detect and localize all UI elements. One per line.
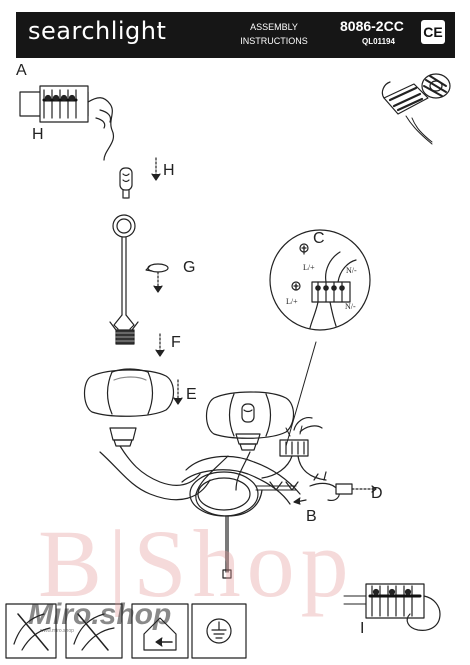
neutral-label-top: N/- [346, 266, 357, 275]
brand-logo: searchlight [28, 17, 167, 45]
terminal-tape-illustration [381, 73, 451, 145]
step-label-f: F [171, 334, 181, 351]
document-title: ASSEMBLY INSTRUCTIONS [231, 20, 317, 48]
g9-bulb-illustration [119, 157, 161, 199]
step-label-b: B [306, 508, 317, 525]
glass-shade-left [83, 368, 183, 417]
step-label-e: E [186, 386, 197, 403]
document-code: QL01194 [362, 37, 395, 46]
model-number: 8086-2CC [340, 18, 404, 34]
step-label-i: I [360, 620, 365, 637]
terminal-block-illustration-i [343, 583, 441, 631]
header-bar: searchlight ASSEMBLY INSTRUCTIONS 8086-2… [16, 12, 455, 58]
step-label-a: A [16, 62, 27, 79]
neutral-label-bottom: N/- [345, 302, 356, 311]
step-label-h-left: H [32, 126, 44, 143]
title-line-2: INSTRUCTIONS [240, 36, 308, 46]
hook-tool-illustration [109, 214, 169, 331]
lampholder-ring-illustration [115, 329, 165, 357]
step-label-h: H [163, 162, 175, 179]
glass-shade-right [205, 391, 295, 439]
wiring-detail-circle [269, 229, 371, 331]
step-label-c: C [313, 230, 325, 247]
lamp-holders [109, 427, 261, 451]
fitting-terminal-illustration [255, 417, 377, 505]
watermark-secondary: Miro.shop [28, 598, 172, 631]
live-label-bottom: L/+ [286, 297, 298, 306]
ce-mark-icon: CE [421, 20, 445, 44]
leader-line [285, 341, 317, 447]
step-label-g: G [183, 259, 196, 276]
watermark-tagline: www.miro.shop [40, 628, 74, 634]
terminal-block-illustration-a [19, 85, 114, 161]
safety-icons-row [5, 603, 247, 659]
fitting-body-illustration [99, 445, 301, 579]
title-line-1: ASSEMBLY [250, 22, 298, 32]
watermark-main: B|Shop [38, 510, 355, 617]
step-label-d: D [371, 485, 383, 502]
live-label-top: L/+ [303, 263, 315, 272]
